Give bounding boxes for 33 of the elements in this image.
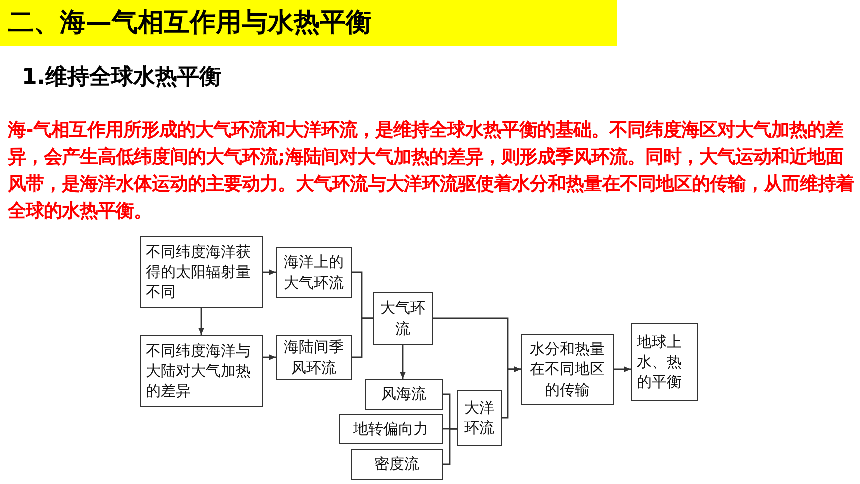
box-text: 大气环流 xyxy=(380,298,426,339)
title-banner: 二、海—气相互作用与水热平衡 xyxy=(0,0,617,46)
box-text: 密度流 xyxy=(374,454,420,475)
box-text: 大洋环流 xyxy=(464,398,496,438)
paragraph: 海-气相互作用所形成的大气环流和大洋环流，是维持全球水热平衡的基础。不同纬度海区对大气加热的差异，会产生高低纬度间的大气环流;海陆间对大气加热的差异，则形成季风环流。同时，大气运动和近地面风带，是海洋水体运动的主要动力。大气环流与大洋环流驱使着水分和热量在不同地区的传输，从而维持着全球的水热平衡。 xyxy=(8,118,855,224)
arrow xyxy=(263,270,276,276)
process-box xyxy=(521,334,614,405)
connector-line xyxy=(443,428,457,466)
connector-line xyxy=(352,318,373,358)
arrow xyxy=(502,366,521,419)
box-text: 海陆间季风环流 xyxy=(283,337,345,378)
arrow xyxy=(198,308,204,335)
box-text: 地转偏向力 xyxy=(354,418,428,440)
process-box xyxy=(276,247,352,298)
box-text: 不同纬度海洋获得的太阳辐射量不同 xyxy=(146,242,252,302)
process-box xyxy=(140,335,263,407)
process-box xyxy=(631,323,698,401)
process-box xyxy=(276,335,352,380)
process-box xyxy=(140,236,263,308)
process-box xyxy=(365,379,443,410)
box-text: 不同纬度海洋与大陆对大气加热的差异 xyxy=(146,340,252,402)
arrow xyxy=(614,366,631,372)
box-text: 地球上水、热的平衡 xyxy=(637,332,683,392)
process-box xyxy=(351,449,443,480)
arrow xyxy=(263,354,276,360)
arrow xyxy=(400,345,406,379)
process-box xyxy=(339,414,443,444)
process-box xyxy=(373,292,433,345)
box-text: 海洋上的大气环流 xyxy=(283,252,345,293)
box-text: 水分和热量在不同地区的传输 xyxy=(529,339,606,400)
process-box xyxy=(457,390,502,446)
box-text: 风海流 xyxy=(382,384,426,405)
section-heading: 1.维持全球水热平衡 xyxy=(22,64,222,92)
